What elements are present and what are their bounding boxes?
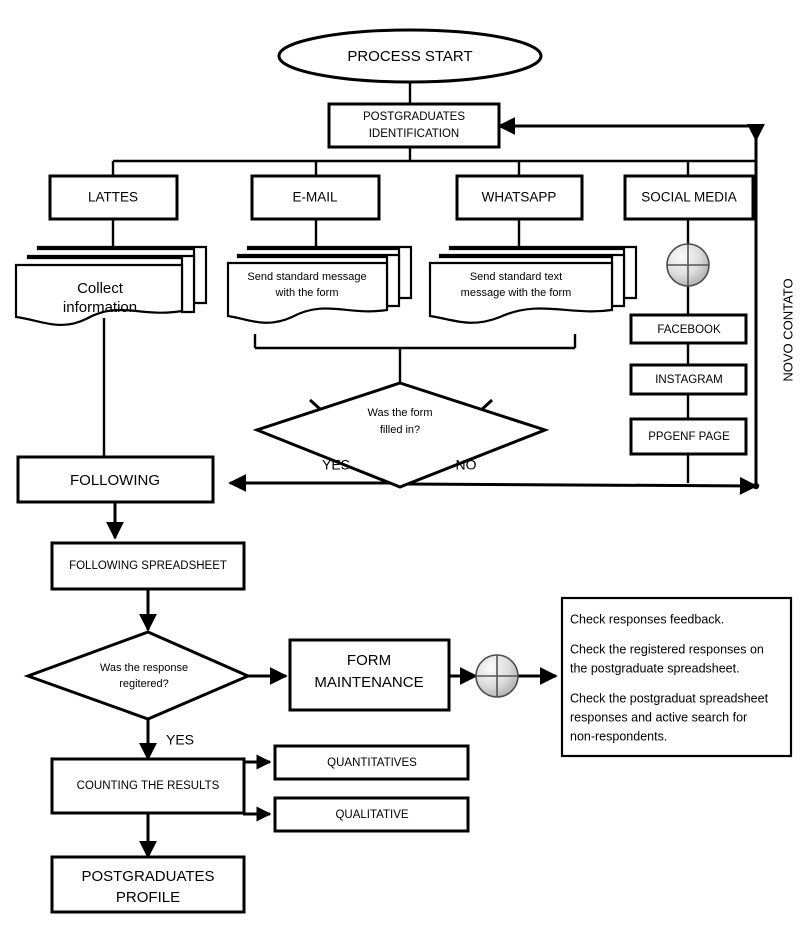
form-maintenance-rect [288, 638, 451, 712]
quantitatives-rect [273, 744, 470, 781]
decision2-diamond [23, 630, 252, 721]
decision2-label-line1: Was the response [100, 662, 188, 674]
profile-rect [50, 855, 246, 914]
identification-label-line2: IDENTIFICATION [369, 128, 460, 140]
counting-rect [50, 757, 246, 815]
instagram-rect [629, 363, 748, 396]
decision1-diamond [252, 381, 550, 489]
process-start-ellipse [277, 28, 543, 84]
following-spreadsheet-label: FOLLOWING SPREADSHEET [69, 560, 227, 572]
node-process-start[interactable]: PROCESS START [277, 28, 543, 84]
note-rect [560, 596, 793, 758]
email-doc-label-line1: Send standard message [247, 271, 366, 283]
node-whatsapp[interactable]: WHATSAPP [455, 174, 584, 221]
profile-label-line2: PROFILE [116, 889, 180, 906]
note-line-3c: non-respondents. [570, 729, 667, 743]
node-email-message-stack[interactable]: Send standard message with the form [226, 245, 413, 324]
collect-label-line1: Collect [77, 280, 124, 297]
collect-label-line2: information [63, 299, 137, 316]
connector-circle-note [475, 654, 519, 698]
node-counting-results[interactable]: COUNTING THE RESULTS [50, 757, 246, 815]
email-doc-front [226, 261, 389, 324]
following-rect [16, 455, 215, 504]
ppgenf-label: PPGENF PAGE [648, 431, 730, 443]
note-line-3b: responses and active search for [570, 710, 747, 724]
node-following[interactable]: FOLLOWING [16, 455, 215, 504]
profile-label-line1: POSTGRADUATES [81, 868, 214, 885]
node-email[interactable]: E-MAIL [250, 174, 381, 221]
node-ppgenf-page[interactable]: PPGENF PAGE [629, 417, 748, 456]
node-lattes[interactable]: LATTES [48, 174, 179, 221]
node-qualitative[interactable]: QUALITATIVE [273, 796, 470, 833]
instagram-label: INSTAGRAM [655, 374, 723, 386]
whatsapp-doc-label-line2: message with the form [461, 287, 572, 299]
note-line-2b: the postgraduate spreadsheet. [570, 661, 740, 675]
node-postgraduates-identification[interactable]: POSTGRADUATES IDENTIFICATION [327, 102, 501, 149]
counting-label: COUNTING THE RESULTS [77, 780, 220, 792]
identification-label-line1: POSTGRADUATES [363, 111, 465, 123]
lattes-rect [48, 174, 179, 221]
edge-return-junction-dot [752, 482, 760, 490]
node-facebook[interactable]: FACEBOOK [629, 313, 748, 345]
node-quantitatives[interactable]: QUANTITATIVES [273, 744, 470, 781]
social-media-label: SOCIAL MEDIA [641, 190, 737, 205]
node-social-media[interactable]: SOCIAL MEDIA [623, 174, 755, 221]
form-maintenance-label-line2: MAINTENANCE [314, 674, 423, 691]
identification-rect [327, 102, 501, 149]
email-rect [250, 174, 381, 221]
edge-no-to-return [404, 476, 758, 495]
connector-circle-social [666, 243, 710, 287]
edge-label-yes-top: YES [322, 457, 350, 473]
whatsapp-rect [455, 174, 584, 221]
decision1-label-line1: Was the form [368, 407, 433, 419]
qualitative-rect [273, 796, 470, 833]
node-decision-response-registered[interactable]: Was the response regitered? [23, 630, 252, 721]
note-line-3a: Check the postgraduat spreadsheet [570, 691, 769, 705]
ppgenf-rect [629, 417, 748, 456]
decision2-label-line2: regitered? [119, 678, 169, 690]
node-decision-form-filled[interactable]: Was the form filled in? [252, 381, 550, 489]
node-following-spreadsheet[interactable]: FOLLOWING SPREADSHEET [50, 541, 246, 591]
edge-label-no-top: NO [456, 457, 477, 473]
whatsapp-doc-label-line1: Send standard text [470, 271, 562, 283]
social-media-rect [623, 174, 755, 221]
decision1-label-line2: filled in? [380, 424, 420, 436]
novo-contato-side-label: NOVO CONTATO [780, 278, 795, 381]
facebook-label: FACEBOOK [657, 324, 721, 336]
email-doc-label-line2: with the form [275, 287, 339, 299]
qualitative-label: QUALITATIVE [335, 809, 408, 821]
note-box-checks: Check responses feedback. Check the regi… [560, 596, 793, 758]
whatsapp-doc-front [428, 261, 614, 324]
lattes-label: LATTES [88, 190, 138, 205]
collect-doc-front [14, 263, 184, 327]
following-label: FOLLOWING [70, 472, 160, 489]
form-maintenance-label-line1: FORM [347, 652, 391, 669]
email-label: E-MAIL [292, 190, 338, 205]
node-postgraduates-profile[interactable]: POSTGRADUATES PROFILE [50, 855, 246, 914]
note-line-2a: Check the registered responses on [570, 642, 764, 656]
quantitatives-label: QUANTITATIVES [327, 757, 417, 769]
note-line-1: Check responses feedback. [570, 612, 724, 626]
whatsapp-label: WHATSAPP [482, 190, 557, 205]
node-form-maintenance[interactable]: FORM MAINTENANCE [288, 638, 451, 712]
edge-label-yes-bottom: YES [166, 732, 194, 748]
node-whatsapp-message-stack[interactable]: Send standard text message with the form [428, 245, 638, 324]
process-start-label: PROCESS START [347, 48, 472, 65]
facebook-rect [629, 313, 748, 345]
node-collect-information-stack[interactable]: Collect information [14, 245, 208, 327]
following-spreadsheet-rect [50, 541, 246, 591]
node-instagram[interactable]: INSTAGRAM [629, 363, 748, 396]
